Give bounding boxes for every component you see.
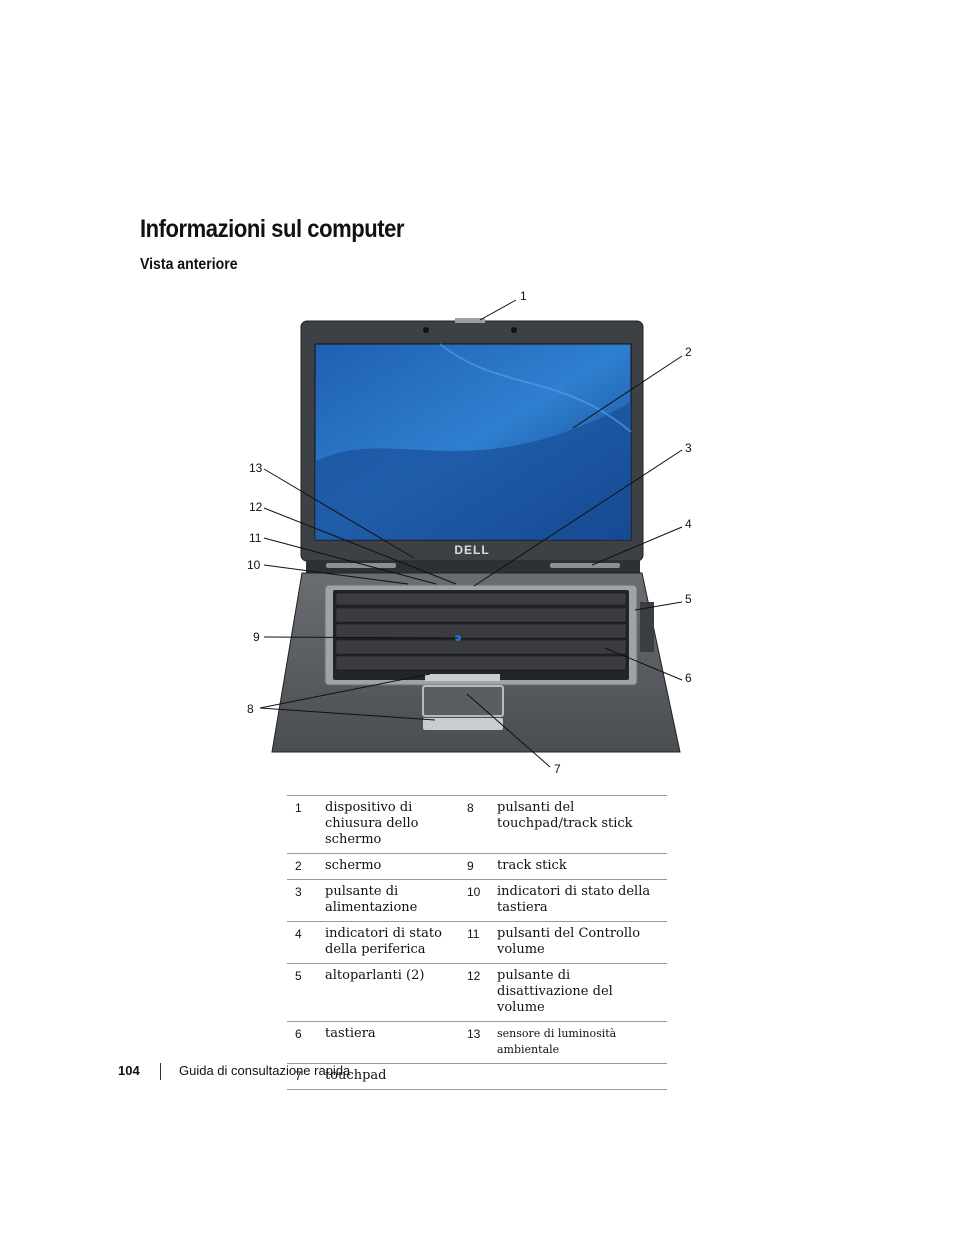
legend-number: 8	[459, 795, 493, 854]
callout-9: 9	[253, 630, 260, 644]
legend-number: 13	[459, 1021, 493, 1064]
legend-number: 4	[287, 921, 321, 964]
touchpad-buttons-lower	[423, 718, 503, 730]
legend-number: 5	[287, 963, 321, 1022]
table-row: 1 dispositivo di chiusura dello schermo …	[287, 795, 667, 854]
legend-label: pulsante di disattivazione del volume	[493, 963, 667, 1022]
document-title: Guida di consultazione rapida	[179, 1063, 351, 1078]
legend-label	[493, 1063, 667, 1090]
callout-7: 7	[554, 762, 561, 776]
callout-6: 6	[685, 671, 692, 685]
legend-number: 10	[459, 879, 493, 922]
screen-wave	[315, 402, 631, 540]
table-row: 5 altoparlanti (2) 12 pulsante di disatt…	[287, 963, 667, 1022]
legend-number: 1	[287, 795, 321, 854]
callout-5: 5	[685, 592, 692, 606]
touchpad-buttons-upper	[425, 674, 500, 681]
legend-label: pulsanti del Controllo volume	[493, 921, 667, 964]
keyboard-keys	[335, 592, 627, 671]
footer-divider	[160, 1063, 161, 1080]
callout-3: 3	[685, 441, 692, 455]
legend-number	[459, 1063, 493, 1090]
legend-label: pulsante di alimentazione	[321, 879, 459, 922]
legend-label: indicatori di stato della tastiera	[493, 879, 667, 922]
screen-wave-2	[439, 343, 632, 433]
callout-12: 12	[249, 500, 263, 514]
legend-number: 2	[287, 853, 321, 880]
legend-label: tastiera	[321, 1021, 459, 1064]
section-title: Vista anteriore	[140, 256, 238, 273]
callout-13: 13	[249, 461, 263, 475]
device-status-lights	[550, 563, 620, 568]
callout-11: 11	[249, 531, 262, 545]
legend-number: 6	[287, 1021, 321, 1064]
legend-number: 12	[459, 963, 493, 1022]
latch	[455, 318, 485, 323]
legend-label: sensore di luminosità ambientale	[493, 1021, 667, 1064]
camera-left	[423, 327, 429, 333]
legend-label: touchpad	[321, 1063, 459, 1090]
laptop-figure: DELL 1 2 3 4 5 6 7 8 9 10	[247, 289, 692, 776]
page-number: 104	[118, 1063, 140, 1078]
callout-lines	[259, 299, 683, 768]
callout-1: 1	[520, 289, 527, 303]
callout-10: 10	[247, 558, 261, 572]
table-row: 7 touchpad	[287, 1063, 667, 1090]
callout-2: 2	[685, 345, 692, 359]
table-row: 6 tastiera 13 sensore di luminosità ambi…	[287, 1021, 667, 1064]
status-lights-left	[326, 563, 396, 568]
legend-number: 3	[287, 879, 321, 922]
legend-label: track stick	[493, 853, 667, 880]
page-footer: 104 Guida di consultazione rapida	[118, 1063, 350, 1080]
camera-right	[511, 327, 517, 333]
legend-label: schermo	[321, 853, 459, 880]
legend-label: dispositivo di chiusura dello schermo	[321, 795, 459, 854]
legend-label: altoparlanti (2)	[321, 963, 459, 1022]
legend-number: 7	[287, 1063, 321, 1090]
legend-table: 1 dispositivo di chiusura dello schermo …	[287, 795, 667, 1090]
legend-label: pulsanti del touchpad/track stick	[493, 795, 667, 854]
dell-logo: DELL	[454, 543, 489, 557]
callout-8: 8	[247, 702, 254, 716]
page-title: Informazioni sul computer	[140, 215, 405, 243]
table-row: 2 schermo 9 track stick	[287, 853, 667, 880]
callout-4: 4	[685, 517, 692, 531]
table-row: 4 indicatori di stato della periferica 1…	[287, 921, 667, 964]
touchpad	[422, 685, 504, 717]
table-row: 3 pulsante di alimentazione 10 indicator…	[287, 879, 667, 922]
legend-label: indicatori di stato della periferica	[321, 921, 459, 964]
legend-number: 9	[459, 853, 493, 880]
legend-number: 11	[459, 921, 493, 964]
speaker-right	[640, 602, 654, 652]
